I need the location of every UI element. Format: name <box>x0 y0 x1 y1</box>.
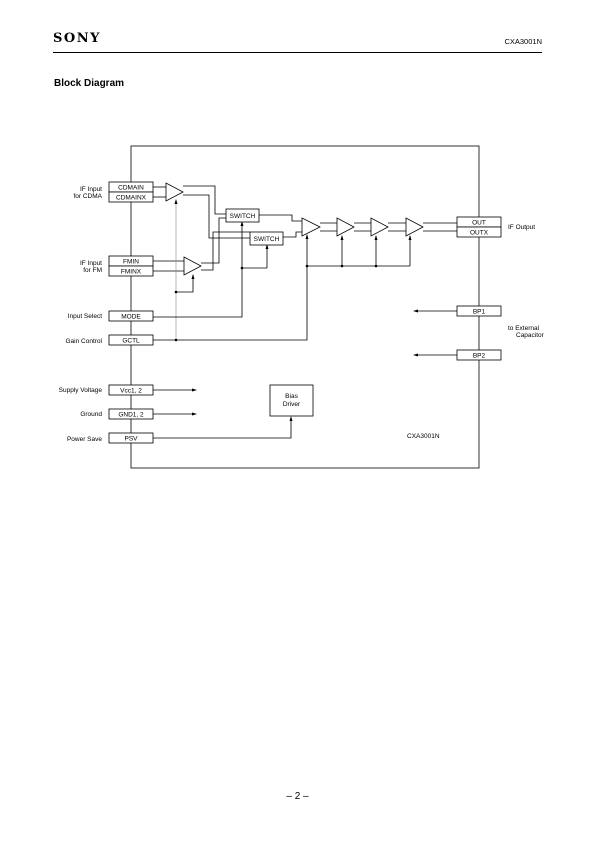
pin-vcc <box>108 384 154 396</box>
pin-psv <box>108 432 154 444</box>
pin-gnd <box>108 408 154 420</box>
switch-2-label: SWITCH <box>254 236 280 243</box>
pin-cdmainx-label: CDMAINX <box>116 195 147 202</box>
pin-bp2 <box>456 349 502 361</box>
section-title: Block Diagram <box>54 78 125 89</box>
pin-bp1 <box>456 305 502 317</box>
header-part-number: CXA3001N <box>504 37 542 46</box>
switch-1-block <box>225 208 260 223</box>
pin-mode <box>108 310 154 322</box>
pin-cdmainx <box>108 191 154 203</box>
bias-driver-block <box>269 384 314 417</box>
label-if-input-fm-2: for FM <box>83 267 102 274</box>
chip-outline <box>130 145 480 469</box>
arrowheads <box>174 199 418 421</box>
label-to-external-2: Capacitor <box>516 332 545 339</box>
label-ground: Ground <box>80 411 102 418</box>
pin-outx <box>456 226 502 238</box>
page-number: – 2 – <box>286 791 309 802</box>
label-if-input-cdma-1: IF Input <box>80 186 102 193</box>
switch-2-block <box>249 231 284 246</box>
pin-fmin-label: FMIN <box>123 259 139 266</box>
label-power-save: Power Save <box>67 436 102 443</box>
pin-out-label: OUT <box>472 220 486 227</box>
junction-dots <box>174 264 378 342</box>
pin-outx-label: OUTX <box>470 230 489 237</box>
pin-bp2-label: BP2 <box>473 353 486 360</box>
pin-gctl-label: GCTL <box>122 338 140 345</box>
pin-cdmain-label: CDMAIN <box>118 185 144 192</box>
wiring <box>153 185 457 439</box>
fm-amp <box>183 256 202 276</box>
if-amp-3 <box>370 217 389 237</box>
label-to-external-1: to External <box>508 325 540 332</box>
bias-driver-label-1: Bias <box>285 393 298 400</box>
switch-1-label: SWITCH <box>230 213 256 220</box>
label-if-input-cdma-2: for CDMA <box>73 193 102 200</box>
pin-fminx <box>108 265 154 277</box>
pin-vcc-label: Vcc1, 2 <box>120 388 142 395</box>
header-rule <box>53 52 542 53</box>
label-supply-voltage: Supply Voltage <box>59 387 103 394</box>
label-input-select: Input Select <box>68 313 103 320</box>
pin-psv-label: PSV <box>124 436 138 443</box>
if-amp-4 <box>405 217 424 237</box>
label-if-input-fm-1: IF Input <box>80 260 102 267</box>
pin-gnd-label: GND1, 2 <box>118 412 144 419</box>
pin-fminx-label: FMINX <box>121 269 142 276</box>
label-if-output: IF Output <box>508 224 535 231</box>
cdma-amp <box>165 182 184 202</box>
sony-logo: SONY <box>53 31 101 46</box>
chip-name-label: CXA3001N <box>407 433 440 440</box>
pin-gctl <box>108 334 154 346</box>
pin-mode-label: MODE <box>121 314 141 321</box>
label-gain-control: Gain Control <box>66 338 103 345</box>
bias-driver-label-2: Driver <box>283 401 301 408</box>
if-amp-2 <box>336 217 355 237</box>
if-amp-1 <box>301 217 321 237</box>
pin-bp1-label: BP1 <box>473 309 486 316</box>
